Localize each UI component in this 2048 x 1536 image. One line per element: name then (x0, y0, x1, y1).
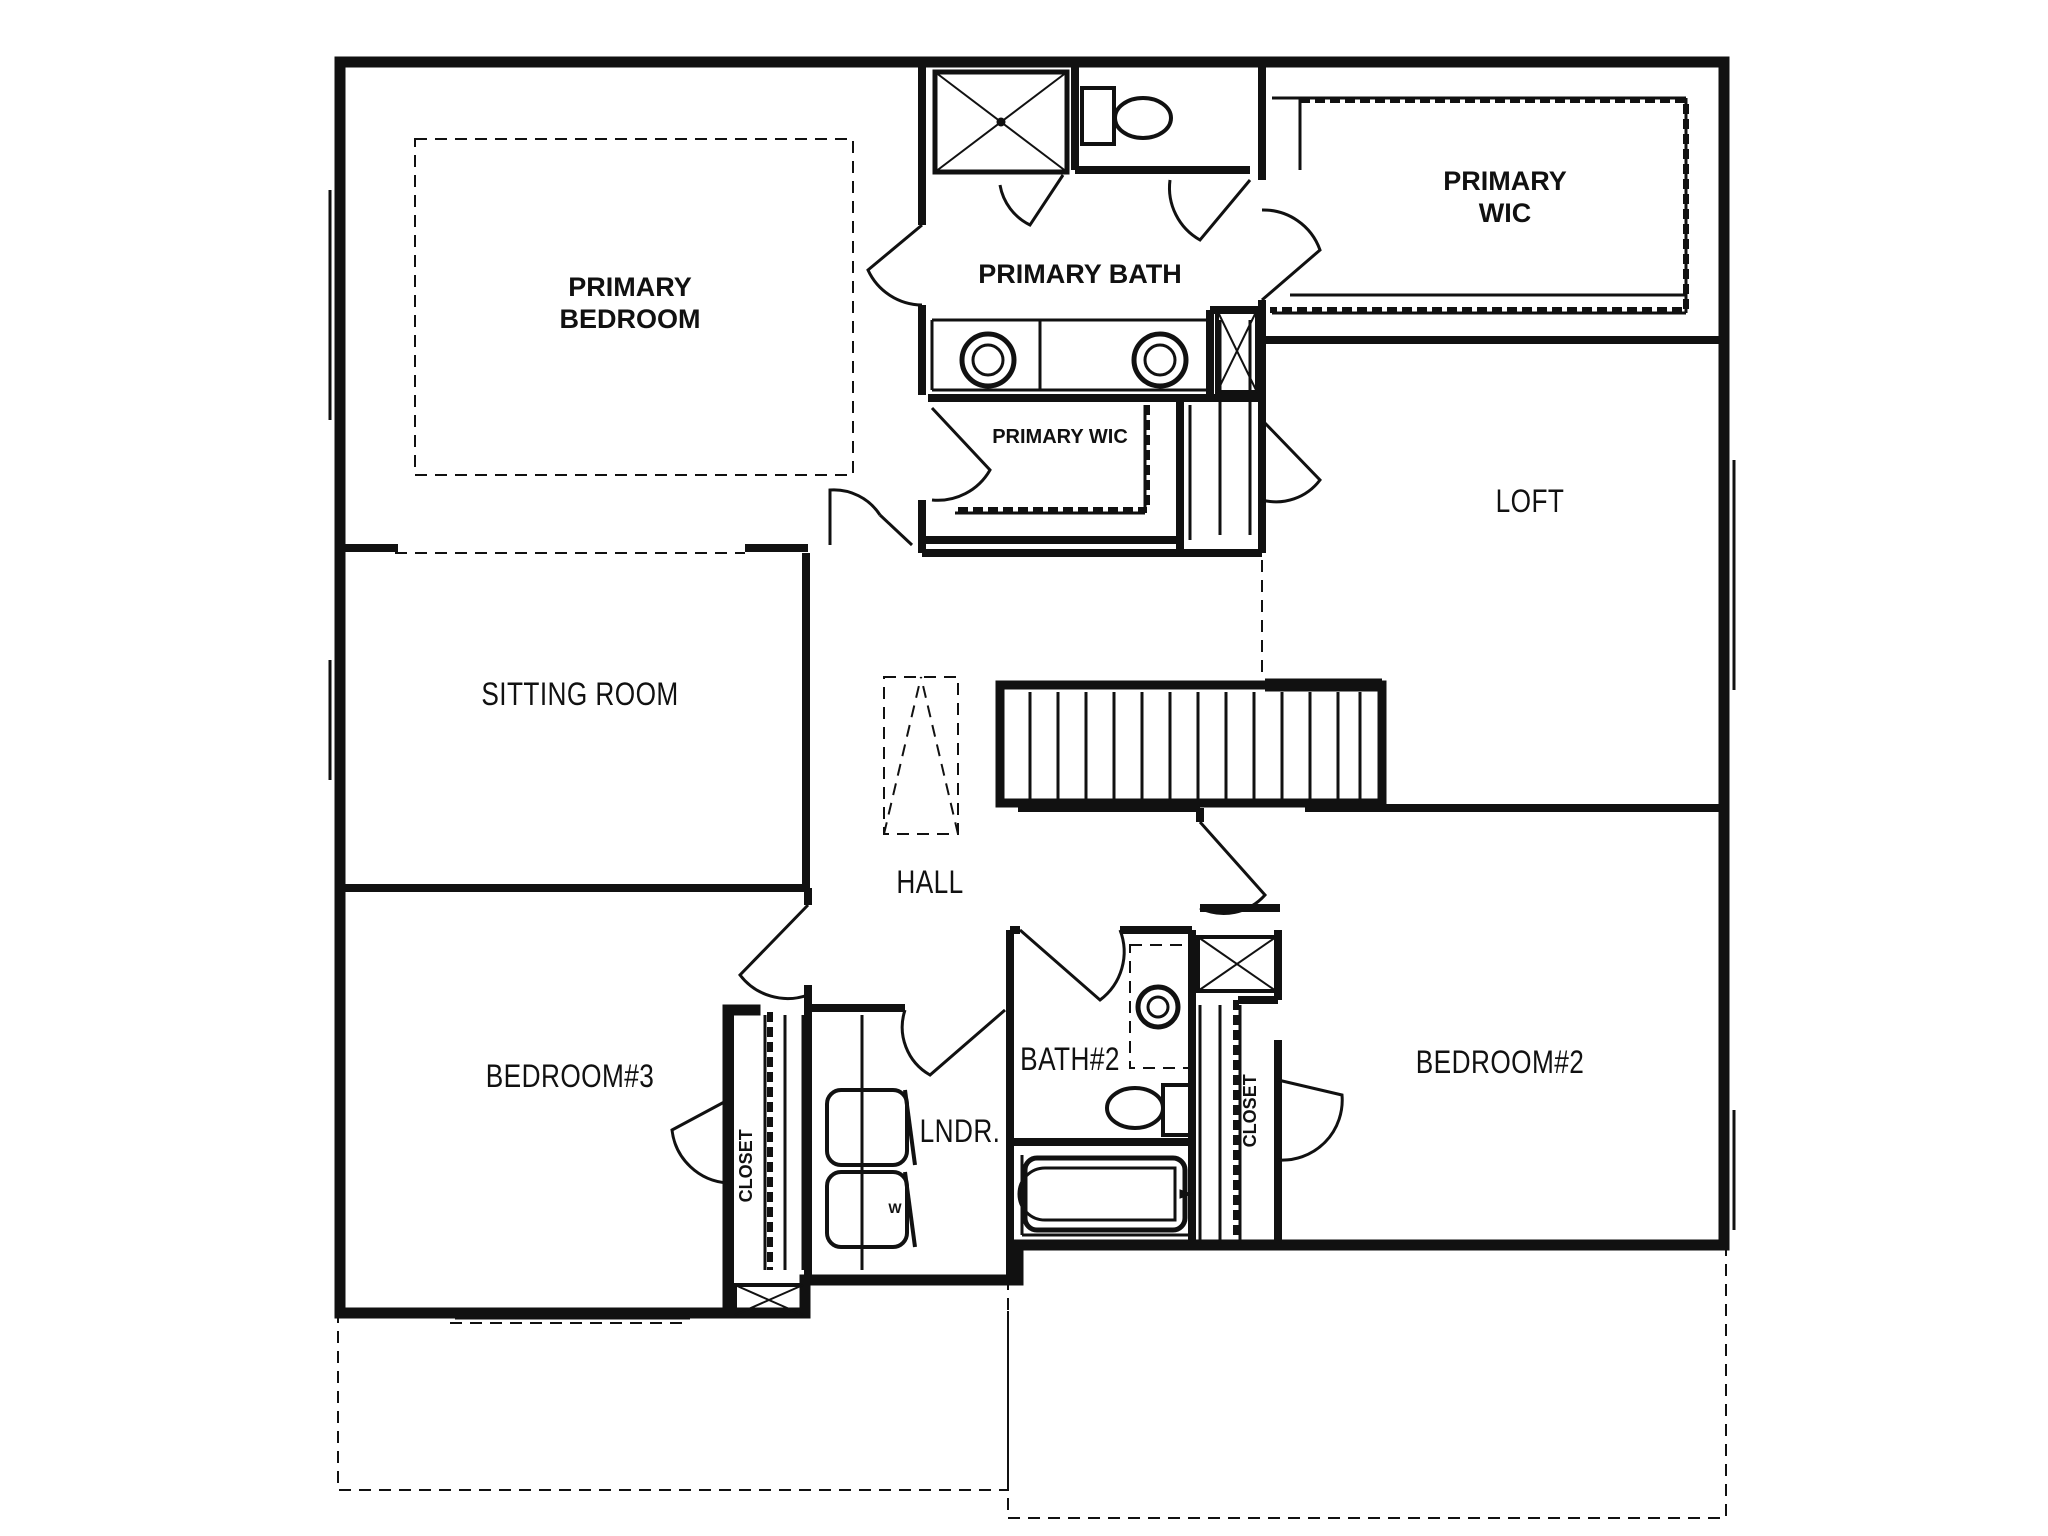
room-label-loft: LOFT (1495, 483, 1565, 519)
room-label-bedroom3: BEDROOM#3 (485, 1058, 655, 1094)
door-bath-right (1261, 208, 1322, 302)
room-label-primary-bedroom: PRIMARY BEDROOM (530, 271, 730, 336)
porch-left-outline (337, 1311, 1009, 1491)
door-loft-closet (1260, 418, 1322, 504)
primary-bedroom-ceiling-outline (414, 138, 854, 476)
room-label-primary-bath: PRIMARY BATH (978, 259, 1182, 289)
stair-outline (995, 680, 1387, 808)
primary-bedroom-line1: PRIMARY (568, 272, 692, 302)
porch-right-outline (1007, 1250, 1727, 1519)
room-label-primary-wic-upper: PRIMARY WIC (1405, 165, 1605, 230)
primary-bedroom-line2: BEDROOM (559, 304, 701, 335)
primary-wic-upper-line2: WIC (1478, 198, 1532, 229)
door-closet-left (670, 1098, 729, 1185)
attic-access (883, 676, 959, 835)
door-bath-left (866, 223, 923, 307)
toilet-bath2 (1105, 1086, 1165, 1130)
door-bedroom2 (1198, 821, 1268, 915)
linen-box-bath2 (1196, 935, 1278, 993)
sink-bath2 (1135, 984, 1181, 1030)
washer (825, 1170, 909, 1249)
room-label-laundry: LNDR. (919, 1113, 1001, 1149)
door-toilet (1168, 179, 1252, 242)
shower-stall (932, 69, 1070, 175)
room-label-bath2: BATH#2 (1020, 1041, 1120, 1077)
room-label-closet-left: CLOSET (736, 1129, 757, 1203)
room-label-hall: HALL (896, 864, 964, 900)
room-label-primary-wic-lower: PRIMARY WIC (992, 426, 1128, 448)
sink-left (959, 331, 1017, 389)
door-primary-bedroom (828, 488, 882, 545)
fixtures (733, 69, 1278, 1317)
room-label-closet-right: CLOSET (1240, 1074, 1261, 1148)
toilet-primary (1113, 96, 1173, 140)
door-bath2 (1019, 928, 1126, 1002)
door-shower (998, 174, 1065, 227)
interior-walls (336, 64, 1724, 1313)
primary-wic-upper-line1: PRIMARY (1443, 166, 1567, 196)
linen-box-top (1215, 308, 1259, 394)
door-wic-lower (930, 406, 992, 502)
room-label-bedroom2: BEDROOM#2 (1415, 1044, 1585, 1080)
dotted-shelving (767, 97, 1689, 1270)
door-bedroom3 (738, 903, 810, 1001)
room-label-sitting-room: SITTING ROOM (481, 676, 679, 712)
washer-mark: W (888, 1200, 902, 1216)
door-laundry (900, 1008, 1006, 1077)
staircase (995, 678, 1387, 808)
dryer (825, 1088, 909, 1167)
door-closet-right (1277, 1078, 1344, 1162)
door-swings (670, 174, 1344, 1185)
linen-box-closet (733, 1283, 805, 1317)
sink-right (1131, 331, 1189, 389)
